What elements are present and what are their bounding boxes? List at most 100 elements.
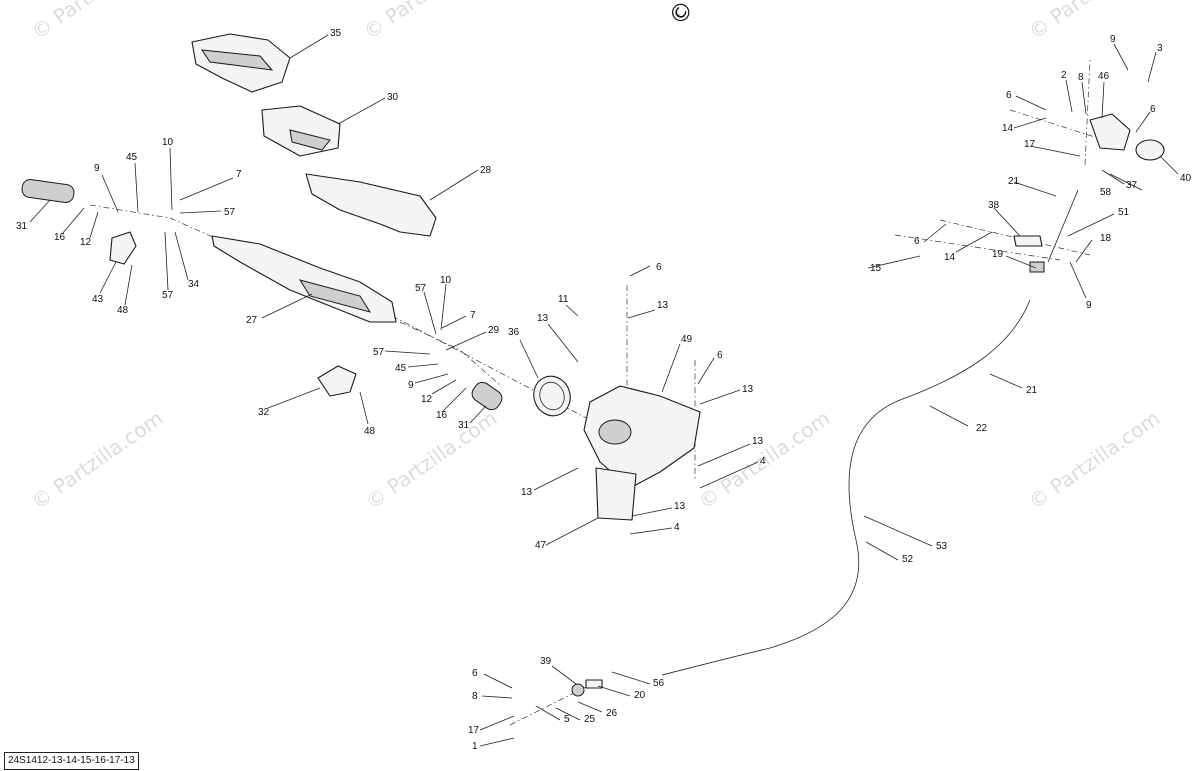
watermark: © Partzilla.com [1024,0,1164,44]
part-19-adjuster [1029,261,1045,273]
watermark: © Partzilla.com [27,0,167,44]
callout-10: 10 [440,275,452,286]
callout-9: 9 [1086,300,1092,311]
callout-38: 38 [988,200,1000,211]
part-31-left-grip [21,179,75,203]
callout-46: 46 [1098,71,1110,82]
callout-57: 57 [162,290,174,301]
callout-27: 27 [246,315,258,326]
callout-57: 57 [415,283,427,294]
callout-19: 19 [992,249,1004,260]
callout-16: 16 [436,410,448,421]
callout-48: 48 [117,305,129,316]
part-40-bellows [1135,139,1165,161]
callout-32: 32 [258,407,270,418]
callout-17: 17 [1024,139,1036,150]
part-21-steering-cable [661,189,1079,676]
callout-8: 8 [1078,72,1084,83]
callout-47: 47 [535,540,547,551]
callout-13: 13 [537,313,549,324]
callout-45: 45 [126,152,138,163]
callout-28: 28 [480,165,492,176]
part-49-steering-support [583,385,701,521]
part-32-lever-housing [317,365,357,397]
watermark: © Partzilla.com [361,406,501,514]
callout-9: 9 [408,380,414,391]
callout-13: 13 [752,436,764,447]
callout-26: 26 [606,708,618,719]
callout-21: 21 [1008,176,1020,187]
watermark: © Partzilla.com [1024,406,1164,514]
callout-34: 34 [188,279,200,290]
watermark: © Partzilla.com [27,406,167,514]
part-38-plate [1013,235,1043,247]
callout-37: 37 [1126,180,1138,191]
callout-18: 18 [1100,233,1112,244]
callout-6: 6 [717,350,723,361]
callout-52: 52 [902,554,914,565]
part-31-right-grip [471,381,503,411]
part-36-bellows-ring [533,375,571,417]
callout-7: 7 [470,310,476,321]
callout-6: 6 [1006,90,1012,101]
callout-3: 3 [1157,43,1163,54]
callout-6: 6 [656,262,662,273]
leader-lines [29,34,1179,747]
callout-12: 12 [80,237,92,248]
callout-16: 16 [54,232,66,243]
callout-58: 58 [1100,187,1112,198]
callout-13: 13 [674,501,686,512]
callout-13: 13 [742,384,754,395]
callout-21: 21 [1026,385,1038,396]
callout-9: 9 [1110,34,1116,45]
part-35-top-cover [191,33,291,93]
callout-labels: 35 30 28 10 45 9 7 57 31 16 12 43 48 57 … [16,28,1192,752]
assembly-lines [89,59,1121,726]
part-39-swivel [571,683,585,697]
callout-6: 6 [1150,104,1156,115]
callout-43: 43 [92,294,104,305]
callout-9: 9 [94,163,100,174]
callout-14: 14 [1002,123,1014,134]
part-46-bracket [1089,113,1131,151]
callout-20: 20 [634,690,646,701]
callout-35: 35 [330,28,342,39]
callout-17: 17 [468,725,480,736]
callout-31: 31 [16,221,28,232]
part-26-ball-joint [585,679,603,689]
callout-57: 57 [224,207,236,218]
part-27-handlebar [211,235,397,323]
callout-45: 45 [395,363,407,374]
callout-12: 12 [421,394,433,405]
callout-10: 10 [162,137,174,148]
callout-29: 29 [488,325,500,336]
part-30-cover [261,105,341,157]
callout-56: 56 [653,678,665,689]
watermark: © Partzilla.com [359,0,499,44]
callout-7: 7 [236,169,242,180]
part-28-lower-cover [305,173,437,237]
callout-57: 57 [373,347,385,358]
callout-36: 36 [508,327,520,338]
callout-1: 1 [472,741,478,752]
callout-30: 30 [387,92,399,103]
callout-48: 48 [364,426,376,437]
callout-13: 13 [521,487,533,498]
callout-40: 40 [1180,173,1192,184]
callout-6: 6 [472,668,478,679]
part-43-switch-housing [109,231,137,265]
callout-49: 49 [681,334,693,345]
callout-5: 5 [564,714,570,725]
callout-25: 25 [584,714,596,725]
callout-6: 6 [914,236,920,247]
callout-2: 2 [1061,70,1067,81]
callout-22: 22 [976,423,988,434]
callout-13: 13 [657,300,669,311]
callout-51: 51 [1118,207,1130,218]
diagram-code-label: 24S1412-13-14-15-16-17-13 [4,752,139,770]
callout-31: 31 [458,420,470,431]
callout-15: 15 [870,263,882,274]
callout-39: 39 [540,656,552,667]
callout-8: 8 [472,691,478,702]
